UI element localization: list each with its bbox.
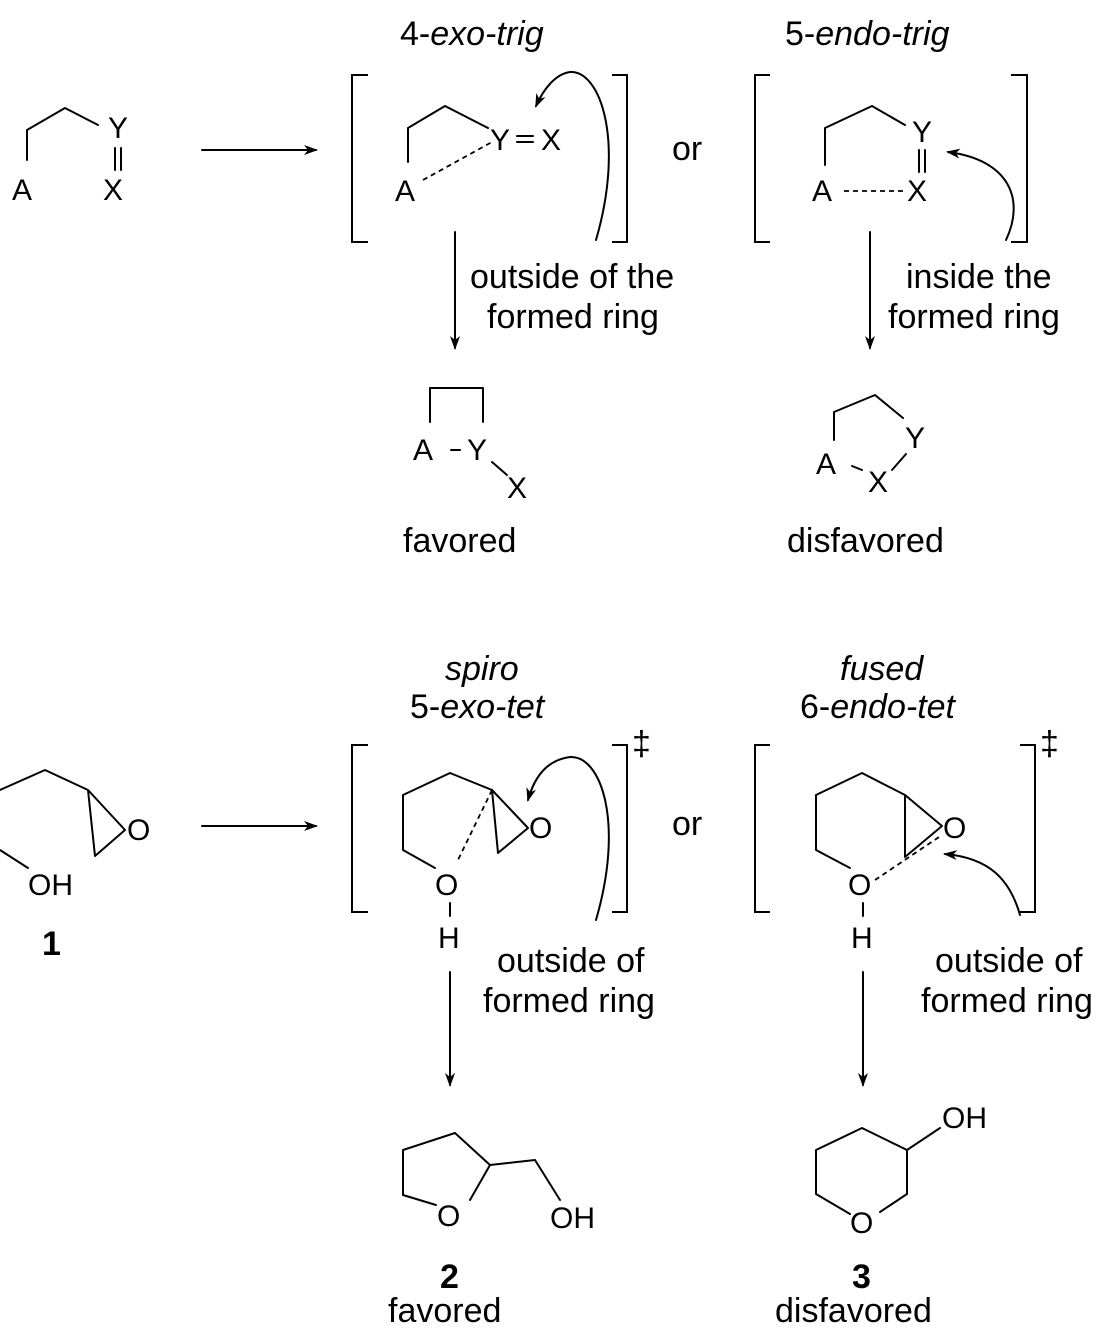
atom-x: X (103, 174, 123, 207)
dagger-fused: ‡ (1040, 725, 1059, 763)
atom-o-ring: O (848, 869, 871, 902)
endo-trig-transition-state: A Y X (754, 74, 1028, 243)
fused-note-line1: outside of (935, 942, 1083, 980)
spiro-note-line2: formed ring (483, 982, 655, 1020)
endo-note-line1: inside the (906, 258, 1052, 296)
atom-oh: OH (942, 1102, 987, 1135)
atom-o: O (943, 812, 966, 845)
or-label: or (672, 130, 702, 168)
exo-note-line1: outside of the (470, 258, 674, 296)
atom-y: Y (467, 434, 487, 467)
atom-a: A (12, 174, 32, 207)
disfavored-label: disfavored (787, 522, 944, 560)
five-membered-product: Y A X (816, 394, 925, 499)
atom-x: X (541, 124, 561, 157)
atom-a: A (413, 434, 433, 467)
atom-oh: OH (550, 1202, 595, 1235)
exo-trig-title: 4-exo-trig (400, 15, 544, 53)
curved-arrow-spiro (526, 755, 610, 921)
curved-arrow-fused (943, 850, 1021, 916)
spiro-transition-state: O O H (351, 744, 628, 955)
atom-x: X (907, 175, 927, 208)
starting-material-1: O OH 1 (0, 769, 150, 963)
compound-2-label: 2 (440, 1258, 459, 1296)
atom-o: O (529, 812, 552, 845)
atom-a: A (816, 448, 836, 481)
or-label-bottom: or (672, 805, 702, 843)
atom-h: H (851, 922, 873, 955)
starting-material-top: Y A X (12, 107, 128, 207)
atom-x: X (868, 466, 888, 499)
curved-arrow-endo (946, 148, 1015, 241)
four-membered-product: A Y X (413, 387, 527, 505)
atom-x: X (507, 472, 527, 505)
favored-label-bottom: favored (388, 1292, 501, 1328)
endo-note-line2: formed ring (888, 298, 1060, 336)
atom-oh: OH (28, 869, 73, 902)
atom-o: O (127, 814, 150, 847)
fused-label: fused (840, 650, 924, 688)
atom-o-ring: O (435, 869, 458, 902)
product-3: OH O 3 (815, 1102, 987, 1296)
compound-3-label: 3 (852, 1258, 871, 1296)
compound-1-label: 1 (42, 925, 61, 963)
top-scheme: 4-exo-trig 5-endo-trig Y A X A Y X or (12, 15, 1060, 560)
atom-a: A (812, 175, 832, 208)
atom-y: Y (108, 112, 128, 145)
fused-note-line2: formed ring (921, 982, 1093, 1020)
spiro-label: spiro (445, 650, 519, 688)
product-2: O OH 2 (402, 1132, 595, 1296)
spiro-note-line1: outside of (497, 942, 645, 980)
favored-label: favored (403, 522, 516, 560)
disfavored-label-bottom: disfavored (775, 1292, 932, 1328)
atom-a: A (395, 175, 415, 208)
exo-tet-title: 5-exo-tet (410, 688, 546, 726)
bottom-scheme: spiro 5-exo-tet fused 6-endo-tet O OH 1 … (0, 650, 1093, 1328)
exo-trig-transition-state: A Y X (351, 70, 628, 243)
curved-arrow-exo (535, 70, 610, 241)
atom-o-ring: O (850, 1207, 873, 1240)
atom-o-ring: O (437, 1200, 460, 1233)
exo-note-line2: formed ring (487, 298, 659, 336)
atom-y: Y (912, 116, 932, 149)
endo-trig-title: 5-endo-trig (785, 15, 950, 53)
atom-y: Y (490, 124, 510, 157)
atom-h: H (438, 922, 460, 955)
atom-y: Y (905, 422, 925, 455)
dagger-spiro: ‡ (632, 725, 651, 763)
endo-tet-title: 6-endo-tet (800, 688, 957, 726)
fused-transition-state: O O H (754, 744, 1036, 955)
